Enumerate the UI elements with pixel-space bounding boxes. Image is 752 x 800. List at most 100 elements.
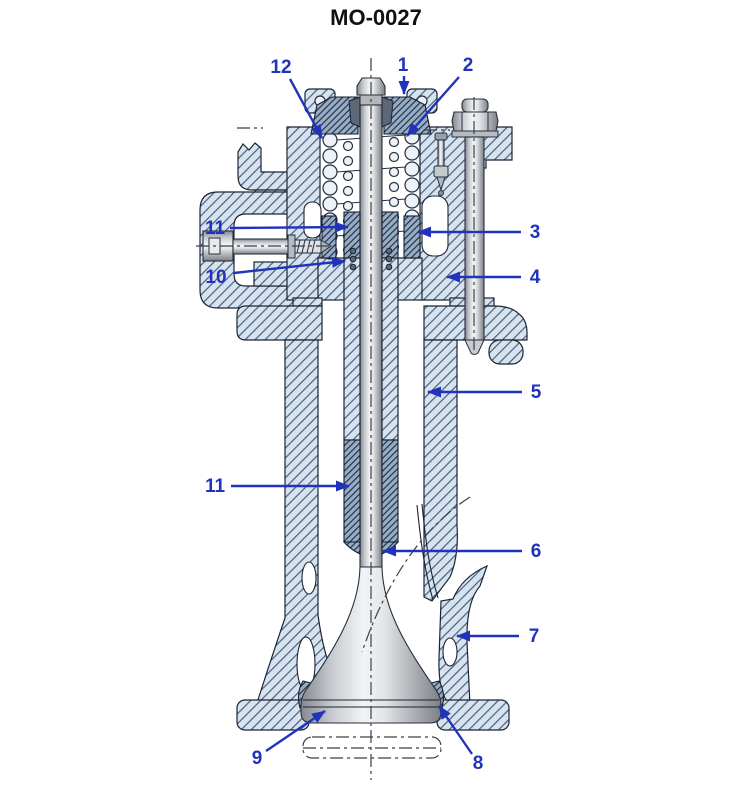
spring-coil	[322, 164, 338, 180]
stem-seal-coil	[349, 255, 357, 263]
spring-seat-left	[321, 215, 337, 259]
spring-coil	[322, 196, 338, 212]
foot-flange-left	[236, 699, 310, 731]
head-flange-left	[236, 305, 323, 341]
wall-right	[423, 339, 458, 602]
spring-coil	[404, 145, 420, 161]
housing-right-recess	[421, 195, 449, 257]
callout-arrow	[229, 221, 349, 233]
spring-coil	[322, 132, 338, 148]
callout-number: 1	[398, 55, 409, 76]
callout-number: 8	[473, 753, 484, 774]
clamp-assembly	[199, 191, 303, 309]
bracket-body	[237, 142, 291, 191]
stem-seal-coil	[385, 255, 393, 263]
callout-6: 6	[382, 541, 542, 562]
fitting-ball	[438, 190, 444, 196]
stem-seal-coil	[349, 263, 357, 271]
callout-number: 3	[530, 222, 541, 243]
callout-3: 3	[417, 222, 541, 243]
callout-5: 5	[427, 382, 542, 403]
fitting-body	[433, 165, 449, 178]
spring-coil	[322, 148, 338, 164]
valve-keeper-left	[348, 96, 361, 128]
guide-lower-right	[381, 439, 399, 543]
callout-arrow	[265, 710, 326, 752]
callout-9: 9	[252, 710, 326, 769]
callout-arrow	[406, 76, 460, 137]
guide-mid-right	[381, 257, 399, 441]
callout-number: 7	[529, 626, 540, 647]
seat-liner-slot	[442, 637, 458, 667]
fitting-stem	[437, 139, 445, 167]
callout-arrow	[288, 78, 324, 139]
housing-left-recess	[303, 201, 322, 239]
callout-number: 4	[530, 267, 541, 288]
thin-liner-line-a	[416, 504, 434, 601]
fitting-cap	[434, 132, 448, 141]
fitting-tip	[436, 176, 446, 192]
callout-number: 2	[463, 55, 474, 76]
valve-keeper-right	[381, 96, 394, 128]
stem-seal-coil	[385, 263, 393, 271]
spring-coil	[342, 185, 354, 197]
spring-coil	[388, 151, 400, 163]
stud-washer	[451, 130, 499, 138]
callout-1: 1	[398, 55, 410, 95]
spring-coil	[404, 177, 420, 193]
reference-lines	[196, 58, 475, 780]
callout-12: 12	[270, 57, 324, 139]
callout-7: 7	[456, 626, 540, 647]
callout-number: 11	[205, 476, 226, 497]
callout-arrow	[233, 256, 346, 275]
small-fitting	[433, 132, 449, 196]
callout-4: 4	[446, 267, 541, 288]
flange-right-tab	[488, 339, 524, 365]
callout-number: 10	[205, 267, 226, 288]
guide-lower-left	[343, 439, 361, 543]
spring-coil	[388, 181, 400, 193]
thread-line	[311, 239, 316, 254]
callout-number: 5	[531, 382, 542, 403]
stem-seal-coil	[385, 247, 393, 255]
spring-coil	[322, 180, 338, 196]
callout-number: 12	[270, 57, 291, 78]
spring-seat-right	[403, 215, 421, 259]
callout-number: 6	[531, 541, 542, 562]
retainer-wing-left	[310, 96, 359, 135]
clamp-inner-block	[253, 261, 293, 287]
stud-cap	[461, 98, 489, 113]
callout-2: 2	[406, 55, 474, 137]
foot-flange-right	[436, 699, 510, 731]
spring-coil	[342, 155, 354, 167]
wall-left-slot-upper	[301, 561, 317, 595]
callout-11a: 11	[205, 218, 349, 239]
thread-line	[306, 239, 311, 254]
guide-chamfer-left	[342, 541, 361, 555]
callout-number: 9	[252, 748, 263, 769]
thin-liner-line-b	[421, 503, 439, 599]
callout-10: 10	[205, 256, 346, 288]
figure-title: MO-0027	[330, 5, 422, 30]
stud-nut	[451, 111, 499, 132]
flange-left-boss	[292, 297, 323, 307]
spring-coil	[388, 196, 400, 208]
spring-coil	[388, 166, 400, 178]
callout-8: 8	[438, 705, 484, 774]
stem-seal-coil	[349, 247, 357, 255]
callout-number: 11	[205, 218, 226, 239]
spring-coil	[342, 200, 354, 212]
stud-shaft	[464, 136, 485, 341]
callout-11b: 11	[205, 476, 350, 497]
spring-coil	[404, 193, 420, 209]
spring-coil	[342, 140, 354, 152]
callout-arrow	[438, 705, 473, 755]
spring-retainer	[304, 88, 438, 135]
spring-coil	[342, 170, 354, 182]
spring-coil	[388, 136, 400, 148]
spring-coil	[404, 161, 420, 177]
clamp-yoke	[199, 191, 303, 309]
phantom-valve-outline	[302, 736, 442, 759]
